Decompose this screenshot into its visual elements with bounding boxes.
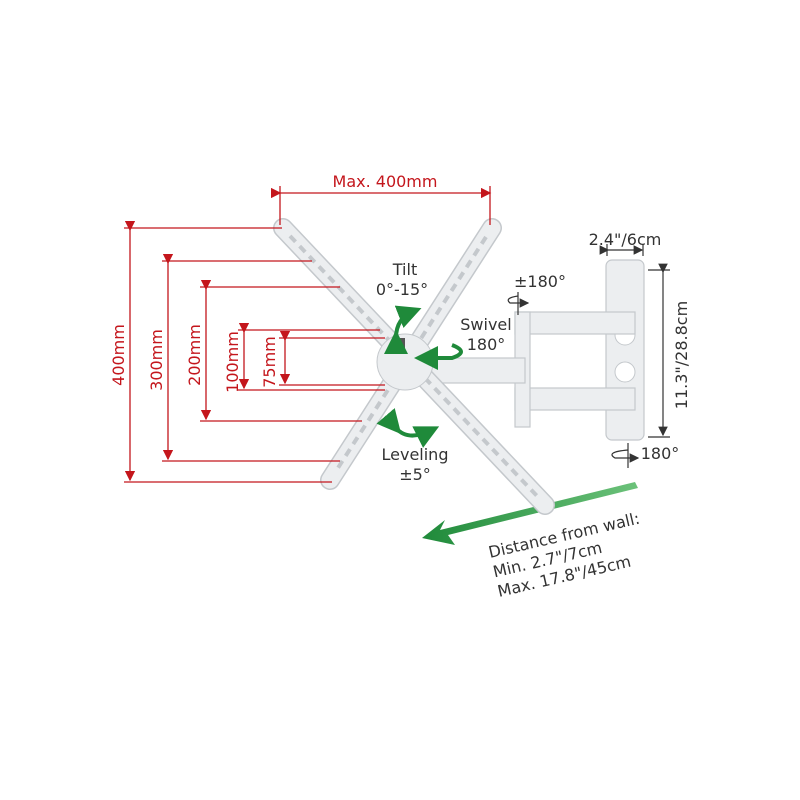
swivel-range: 180° (467, 335, 506, 354)
rotation-bottom-icon (611, 443, 640, 468)
leveling-range: ±5° (399, 465, 431, 484)
tilt-arrow-icon (383, 305, 422, 355)
distance-arrow (422, 482, 638, 545)
rotation-bottom-label: 180° (641, 444, 680, 463)
rotation-top-label: ±180° (514, 272, 566, 291)
wall-plate-width-label: 2.4"/6cm (589, 230, 662, 249)
height-200-label: 200mm (185, 324, 204, 386)
tilt-range: 0°-15° (376, 280, 428, 299)
wall-plate-height-label: 11.3"/28.8cm (672, 301, 691, 409)
swivel-label: Swivel (460, 315, 511, 334)
swivel-arrow-icon (414, 343, 463, 370)
leveling-label: Leveling (382, 445, 449, 464)
rotation-top-icon (507, 292, 530, 315)
height-75-label: 75mm (260, 336, 279, 388)
height-300-label: 300mm (147, 329, 166, 391)
height-400-label: 400mm (109, 324, 128, 386)
swing-arm (429, 311, 636, 428)
leveling-arrow-icon (376, 408, 440, 448)
height-100-label: 100mm (223, 331, 242, 393)
wall-plate (605, 259, 645, 441)
vesa-dimensions: Max. 400mm 400mm 300mm 200mm 100mm 75mm (109, 172, 492, 483)
max-width-label: Max. 400mm (333, 172, 438, 191)
tilt-label: Tilt (392, 260, 417, 279)
distance-text: Distance from wall: Min. 2.7"/7cm Max. 1… (487, 509, 642, 601)
